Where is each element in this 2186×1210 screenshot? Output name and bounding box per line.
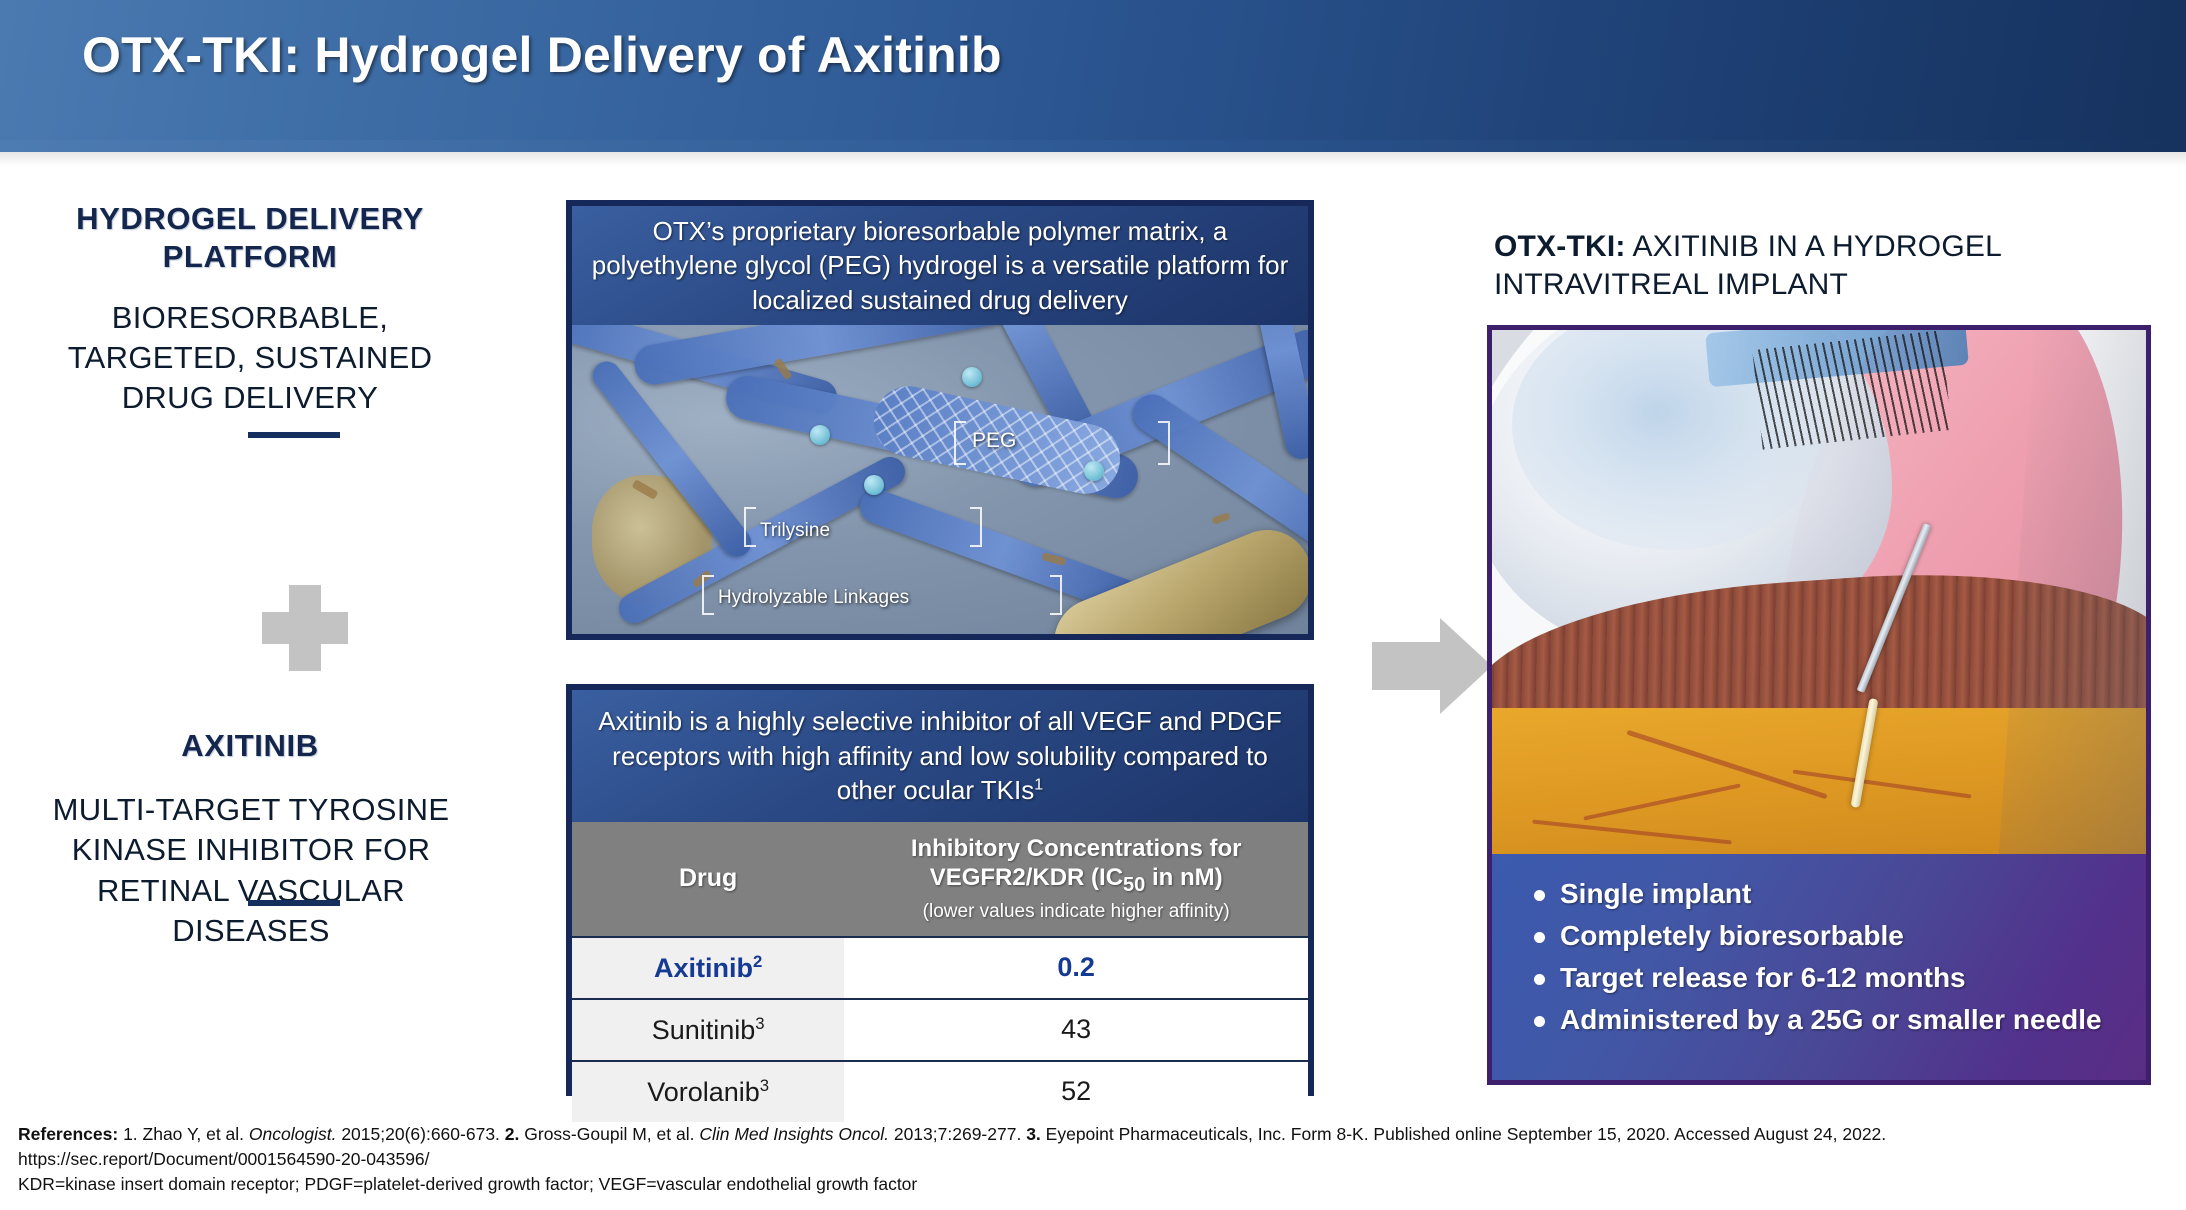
right-arrow-icon	[1372, 612, 1492, 720]
reference-2-number: 2.	[504, 1124, 520, 1144]
implant-heading-bold: OTX-TKI:	[1494, 230, 1626, 263]
implant-bullet-item: Single implant	[1526, 876, 2116, 913]
hydrolyzable-bracket-right	[1050, 575, 1062, 615]
slide-header	[0, 0, 2186, 140]
hydrogel-panel-caption: OTX’s proprietary bioresorbable polymer …	[572, 206, 1308, 325]
reference-2-pre: Gross-Goupil M, et al.	[519, 1124, 700, 1144]
reference-2-post: 2013;7:269-277.	[888, 1124, 1027, 1144]
peg-bracket-left	[954, 421, 966, 465]
column-header-ic50: Inhibitory Concentrations for VEGFR2/KDR…	[844, 822, 1308, 937]
axitinib-caption-body: Axitinib is a highly selective inhibitor…	[598, 706, 1282, 806]
table-header-row: Drug Inhibitory Concentrations for VEGFR…	[572, 822, 1308, 937]
ic50-header-note: (lower values indicate higher affinity)	[922, 901, 1230, 923]
peg-bracket-right	[1158, 421, 1170, 465]
cell-drug-name: Axitinib2	[572, 935, 845, 999]
microscopy-node	[962, 367, 982, 387]
hydrogel-platform-block: HYDROGEL DELIVERY PLATFORM BIORESORBABLE…	[30, 200, 470, 419]
hydrolyzable-linkages-label: Hydrolyzable Linkages	[718, 587, 910, 608]
references-label: References:	[18, 1124, 119, 1144]
microscopy-node	[864, 475, 884, 495]
cell-drug-superscript: 3	[759, 1075, 770, 1095]
page-title: OTX-TKI: Hydrogel Delivery of Axitinib	[82, 27, 1002, 83]
plus-icon-vertical-bar	[289, 585, 321, 671]
otx-tki-implant-heading: OTX-TKI: AXITINIB IN A HYDROGEL INTRAVIT…	[1494, 228, 2154, 305]
plus-icon	[262, 585, 348, 671]
trilysine-label: Trilysine	[760, 520, 831, 541]
axitinib-subtext: MULTI-TARGET TYROSINE KINASE INHIBITOR F…	[52, 792, 450, 948]
ic50-header-line1: Inhibitory Concentrations for	[910, 835, 1242, 862]
header-shadow	[0, 152, 2186, 166]
eye-cross-section-image	[1492, 330, 2146, 858]
reference-1-pre: 1. Zhao Y, et al.	[118, 1124, 249, 1144]
microscopy-node	[1084, 461, 1104, 481]
cell-drug-superscript: 3	[755, 1013, 765, 1033]
microscopy-debris	[1211, 512, 1231, 525]
reference-1-post: 2015;20(6):660-673.	[336, 1124, 505, 1144]
trilysine-bracket-right	[970, 507, 982, 547]
axitinib-heading: AXITINIB	[181, 728, 319, 763]
header-underline	[0, 140, 2186, 152]
reference-3-number: 3.	[1026, 1124, 1041, 1144]
connector-line-top	[248, 432, 340, 438]
axitinib-panel-caption: Axitinib is a highly selective inhibitor…	[572, 690, 1308, 822]
references-line: References: 1. Zhao Y, et al. Oncologist…	[18, 1122, 2158, 1147]
implant-bullet-item: Administered by a 25G or smaller needle	[1526, 1002, 2116, 1039]
left-column: HYDROGEL DELIVERY PLATFORM BIORESORBABLE…	[30, 200, 470, 419]
hydrogel-platform-heading: HYDROGEL DELIVERY PLATFORM	[76, 201, 424, 274]
reference-2-journal: Clin Med Insights Oncol.	[699, 1124, 889, 1144]
microscopy-node	[810, 425, 830, 445]
hydrogel-panel: OTX’s proprietary bioresorbable polymer …	[566, 200, 1314, 640]
references-url: https://sec.report/Document/0001564590-2…	[18, 1148, 430, 1169]
hydrogel-microscopy-image: PEG Trilysine Hydrolyzable Linkages	[572, 325, 1308, 634]
reference-1-journal: Oncologist.	[248, 1124, 337, 1144]
peg-label: PEG	[972, 429, 1017, 452]
cell-drug-name: Vorolanib3	[572, 1059, 845, 1122]
axitinib-caption-superscript: 1	[1034, 775, 1044, 794]
hydrolyzable-bracket-left	[702, 575, 714, 615]
connector-line-bottom	[248, 900, 340, 906]
reference-3-text: Eyepoint Pharmaceuticals, Inc. Form 8-K.…	[1040, 1124, 1887, 1144]
implant-bullet-item: Completely bioresorbable	[1526, 918, 2116, 955]
cell-ic50-value: 43	[844, 997, 1308, 1061]
implant-heading-rest: AXITINIB IN A HYDROGEL INTRAVITREAL IMPL…	[1494, 230, 2001, 302]
column-header-drug: Drug	[572, 822, 845, 937]
axitinib-caption-text: Axitinib is a highly selective inhibitor…	[572, 704, 1308, 808]
eye-lashes	[1752, 330, 1952, 450]
ic50-header-line2a: VEGFR2/KDR (IC	[929, 864, 1124, 892]
ic50-header-line2b: in nM)	[1145, 864, 1223, 892]
eye-vitreous-chamber	[1492, 708, 2146, 858]
hydrogel-caption-text: OTX’s proprietary bioresorbable polymer …	[591, 216, 1289, 315]
trilysine-bracket-left	[744, 507, 756, 547]
cell-drug-superscript: 2	[753, 951, 763, 971]
cell-ic50-value: 52	[844, 1059, 1308, 1122]
table-head: Drug Inhibitory Concentrations for VEGFR…	[572, 822, 1308, 937]
implant-bullet-item: Target release for 6-12 months	[1526, 960, 2116, 997]
cell-ic50-value: 0.2	[844, 935, 1308, 999]
hydrogel-platform-subtext: BIORESORBABLE, TARGETED, SUSTAINED DRUG …	[67, 299, 433, 416]
cell-drug-name: Sunitinib3	[572, 997, 845, 1061]
microscopy-fiber	[631, 325, 1013, 388]
references-footer: References: 1. Zhao Y, et al. Oncologist…	[18, 1122, 2158, 1197]
axitinib-table-panel: Axitinib is a highly selective inhibitor…	[566, 684, 1314, 1122]
ic50-subscript: 50	[1123, 874, 1146, 897]
abbreviations-line: KDR=kinase insert domain receptor; PDGF=…	[18, 1173, 918, 1194]
drug-ic50-table: Drug Inhibitory Concentrations for VEGFR…	[572, 822, 1308, 1122]
